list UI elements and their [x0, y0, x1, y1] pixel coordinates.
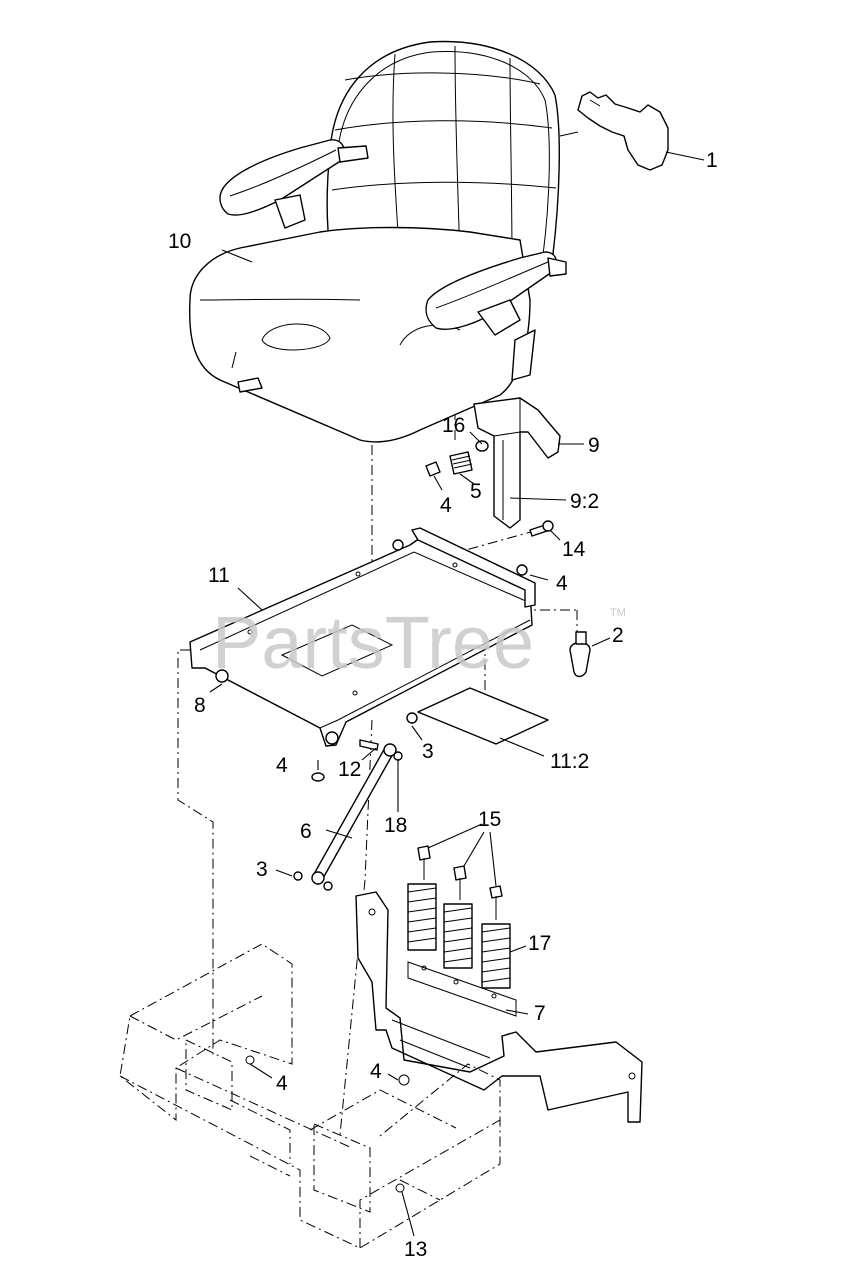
callout-18: 18 — [384, 814, 407, 837]
part-9-bracket — [473, 397, 561, 529]
callout-6: 6 — [300, 820, 312, 843]
part-1-key — [559, 91, 669, 171]
callout-11-2: 11:2 — [550, 750, 589, 773]
part-6-linkage-rod — [293, 712, 418, 891]
callout-7: 7 — [534, 1002, 546, 1025]
callout-1: 1 — [706, 149, 718, 172]
callout-labels: 1 10 16 9 5 4 9:2 14 4 11 2 8 3 11:2 4 1… — [168, 149, 718, 1261]
part-14-bolt — [516, 520, 554, 576]
part-15-bolts — [417, 845, 503, 920]
callout-4c: 4 — [276, 754, 288, 777]
callout-17: 17 — [528, 932, 551, 955]
part-2-bumper — [569, 631, 591, 678]
callout-8: 8 — [194, 694, 206, 717]
watermark-text: PartsTree — [212, 601, 534, 684]
callout-4a: 4 — [440, 494, 452, 517]
callout-3b: 3 — [256, 858, 268, 881]
part-10-seat — [188, 40, 567, 443]
callout-16: 16 — [442, 414, 465, 437]
part-11-seat-plate — [189, 527, 536, 747]
callout-4d: 4 — [370, 1060, 382, 1083]
leader-lines — [209, 151, 705, 1237]
callout-9: 9 — [588, 434, 600, 457]
callout-14: 14 — [562, 538, 586, 561]
top-hardware — [425, 440, 489, 477]
callout-15: 15 — [478, 808, 501, 831]
callout-4b: 4 — [556, 572, 568, 595]
callout-12: 12 — [338, 758, 361, 781]
part-11-2-decal — [417, 687, 549, 745]
callout-13: 13 — [404, 1238, 427, 1261]
callout-11: 11 — [208, 564, 230, 587]
watermark-trademark: TM — [610, 607, 626, 619]
callout-3a: 3 — [422, 740, 434, 763]
frame-assembly — [119, 943, 501, 1249]
callout-9-2: 9:2 — [570, 490, 599, 513]
callout-10: 10 — [168, 230, 191, 253]
callout-5: 5 — [470, 480, 482, 503]
callout-4e: 4 — [276, 1072, 288, 1095]
callout-2: 2 — [612, 624, 624, 647]
part-7-suspension-bracket — [355, 891, 643, 1123]
part-17-springs — [407, 883, 511, 989]
part-8-nut — [215, 669, 229, 683]
